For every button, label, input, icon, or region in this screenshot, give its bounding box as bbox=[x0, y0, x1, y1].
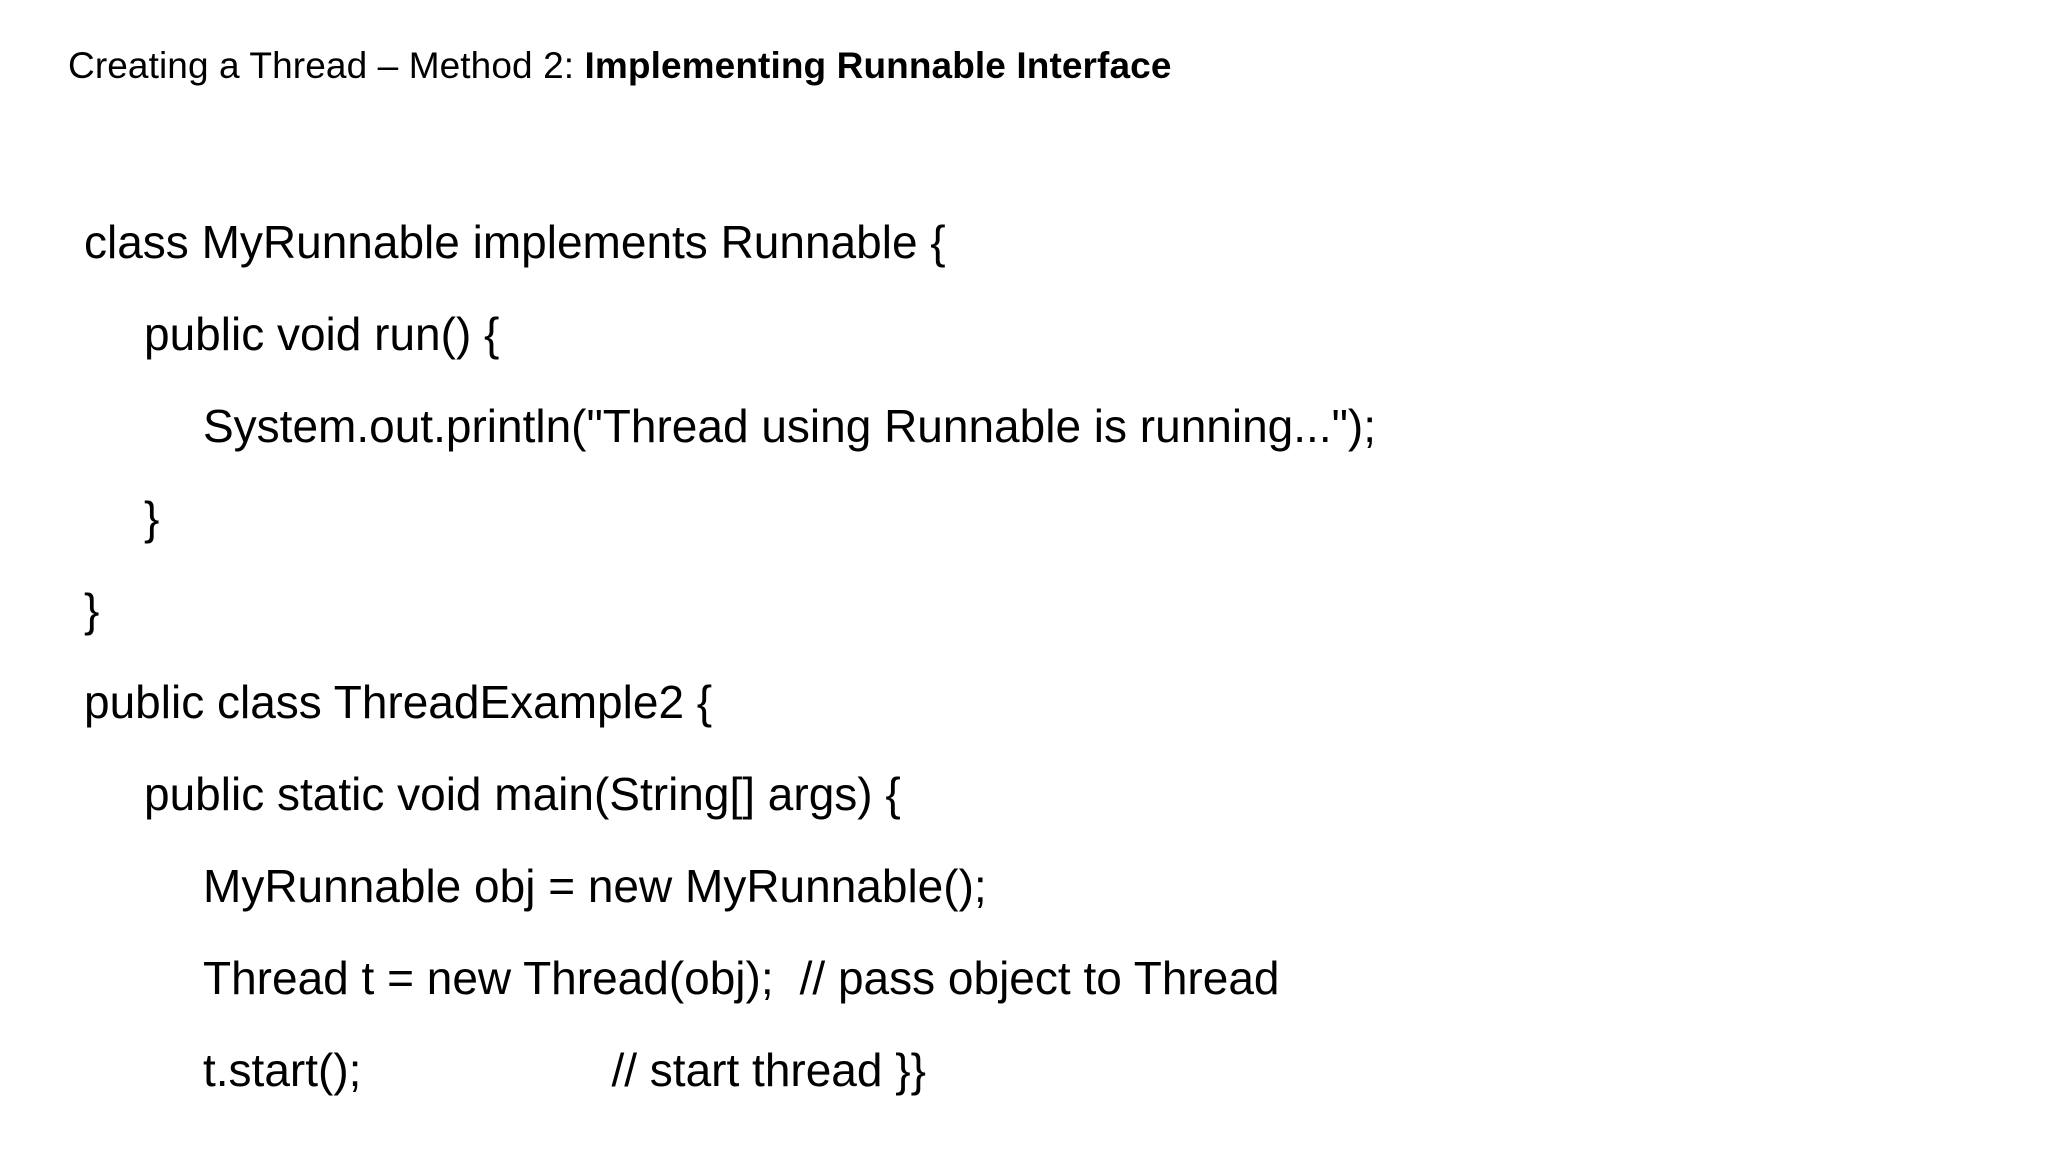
code-line-text: public static void main(String[] args) { bbox=[144, 768, 901, 820]
code-line-text: public class ThreadExample2 { bbox=[84, 676, 713, 728]
code-comment: // start thread }} bbox=[611, 1044, 926, 1096]
code-line: } bbox=[0, 472, 2048, 564]
code-line-text: } bbox=[144, 492, 160, 544]
code-line: Thread t = new Thread(obj); // pass objec… bbox=[0, 932, 2048, 1024]
code-line: public class ThreadExample2 { bbox=[0, 656, 2048, 748]
page-title: Creating a Thread – Method 2: Implementi… bbox=[68, 44, 1172, 88]
page-title-emphasis: Implementing Runnable Interface bbox=[584, 45, 1172, 86]
code-line: public void run() { bbox=[0, 288, 2048, 380]
code-line-text: Thread t = new Thread(obj); bbox=[203, 952, 774, 1004]
code-line: t.start(); // start thread }} bbox=[0, 1024, 2048, 1116]
code-line: class MyRunnable implements Runnable { bbox=[0, 196, 2048, 288]
code-line-text: public void run() { bbox=[144, 308, 500, 360]
page-title-prefix: Creating a Thread – Method 2: bbox=[68, 45, 585, 86]
code-line-text: class MyRunnable implements Runnable { bbox=[84, 216, 946, 268]
code-line: } bbox=[0, 564, 2048, 656]
code-line-text: System.out.println("Thread using Runnabl… bbox=[203, 400, 1377, 452]
code-line-text: t.start(); bbox=[203, 1044, 362, 1096]
code-line: MyRunnable obj = new MyRunnable(); bbox=[0, 840, 2048, 932]
code-comment: // pass object to Thread bbox=[799, 952, 1280, 1004]
code-line-text: MyRunnable obj = new MyRunnable(); bbox=[203, 860, 987, 912]
code-line: System.out.println("Thread using Runnabl… bbox=[0, 380, 2048, 472]
code-line-text: } bbox=[84, 584, 100, 636]
code-block: class MyRunnable implements Runnable { pu… bbox=[0, 196, 2048, 1116]
code-line: public static void main(String[] args) { bbox=[0, 748, 2048, 840]
